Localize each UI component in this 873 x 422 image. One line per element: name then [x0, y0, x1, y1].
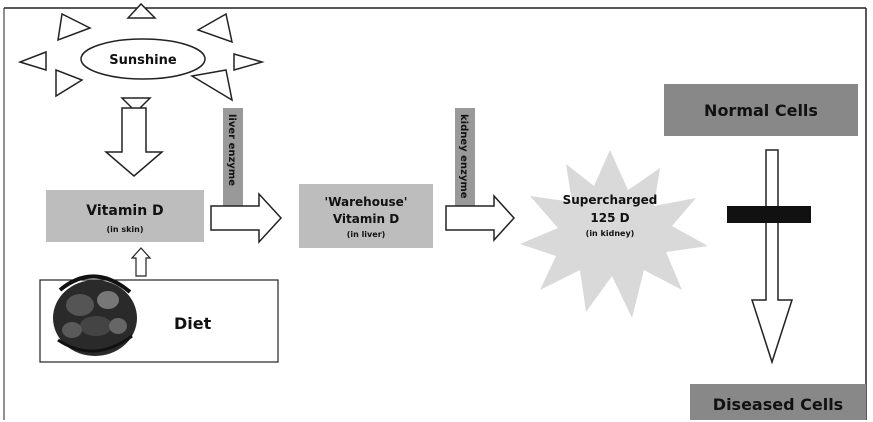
kidney-enzyme-bar: [455, 108, 475, 212]
food-basket-icon: [53, 274, 137, 356]
warehouse-line1: 'Warehouse': [325, 195, 408, 209]
supercharged-sub: (in kidney): [586, 229, 635, 238]
diseased-cells-box: [690, 384, 866, 420]
blocking-bar: [727, 206, 811, 223]
vitamin-d-title: Vitamin D: [86, 203, 163, 219]
liver-enzyme-label: liver enzyme: [226, 114, 237, 186]
warehouse-line2: Vitamin D: [333, 212, 399, 226]
warehouse-box: [299, 184, 433, 248]
normal-cells-label: Normal Cells: [704, 101, 818, 120]
supercharged-burst: [520, 150, 708, 318]
diseased-cells-label: Diseased Cells: [713, 395, 843, 414]
diet-label: Diet: [174, 314, 212, 333]
arrow-vitamin-d-to-warehouse: [210, 192, 283, 244]
supercharged-line2: 125 D: [590, 211, 629, 225]
arrow-normal-to-diseased: [750, 149, 794, 365]
supercharged-line1: Supercharged: [563, 193, 658, 207]
sunshine-label: Sunshine: [109, 53, 177, 68]
warehouse-sub: (in liver): [347, 230, 386, 239]
vitamin-d-box: [46, 190, 204, 242]
arrow-warehouse-to-supercharged: [445, 194, 516, 242]
sun-icon: [17, 2, 265, 114]
arrow-diet-to-vitamin-d: [130, 247, 152, 277]
arrow-sun-to-vitamin-d: [103, 107, 165, 177]
vitamin-d-sub: (in skin): [106, 225, 143, 234]
liver-enzyme-bar: [223, 108, 243, 212]
normal-cells-box: [664, 84, 858, 136]
kidney-enzyme-label: kidney enzyme: [458, 114, 469, 199]
